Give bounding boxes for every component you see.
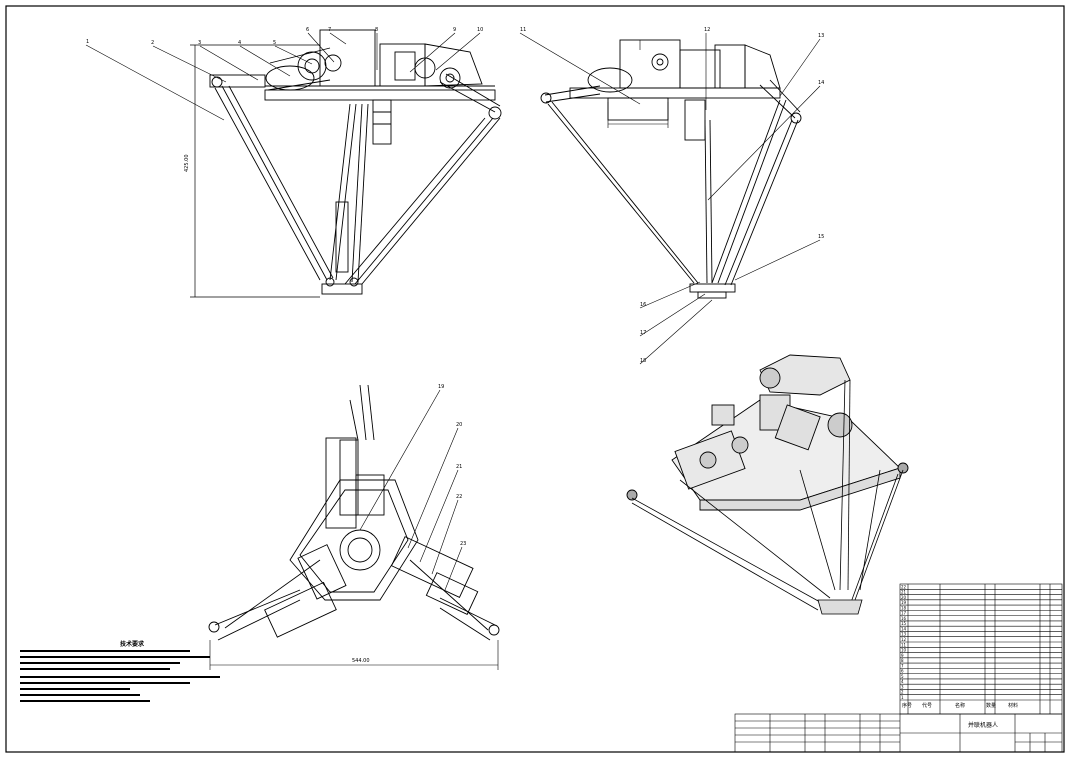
top-callouts bbox=[359, 389, 463, 591]
callout-21: 21 bbox=[456, 464, 462, 470]
callout-17: 17 bbox=[640, 330, 646, 336]
bom-row-number: 12 bbox=[901, 637, 907, 642]
sheet-border bbox=[5, 5, 1065, 753]
isometric-view bbox=[626, 354, 909, 511]
bom-row-number: 22 bbox=[901, 584, 907, 589]
callout-12: 12 bbox=[704, 27, 710, 33]
callout-11: 11 bbox=[520, 27, 526, 33]
callout-18: 18 bbox=[640, 358, 646, 364]
bom-row-number: 10 bbox=[901, 648, 907, 653]
callout-3: 3 bbox=[198, 40, 201, 46]
bom-row-number: 13 bbox=[901, 632, 907, 637]
front-callout-labels: 1 2 3 4 5 6 7 8 9 10 bbox=[86, 27, 483, 46]
bom-table bbox=[899, 583, 1063, 715]
bom-row-number: 19 bbox=[901, 600, 907, 605]
bom-row-number: 9 bbox=[901, 653, 904, 658]
callout-22: 22 bbox=[456, 494, 462, 500]
bom-row-number: 16 bbox=[901, 616, 907, 621]
callout-8: 8 bbox=[375, 27, 378, 33]
callout-7: 7 bbox=[328, 27, 331, 33]
bom-row-number: 15 bbox=[901, 621, 907, 626]
callout-1: 1 bbox=[86, 39, 89, 45]
side-callouts bbox=[519, 32, 821, 365]
notes-title: 技术要求 bbox=[120, 640, 145, 648]
side-view bbox=[540, 39, 802, 299]
bom-header-qty: 数量 bbox=[986, 702, 996, 709]
callout-16: 16 bbox=[640, 302, 646, 308]
bom-row-number: 1 bbox=[901, 695, 904, 700]
bom-row-number: 17 bbox=[901, 611, 907, 616]
bom-header-index: 序号 bbox=[902, 702, 912, 709]
callout-5: 5 bbox=[273, 40, 276, 46]
bom-header: 序号 代号 名称 数量 材料 bbox=[902, 702, 1018, 709]
isometric-rods bbox=[631, 379, 904, 615]
bom-row-number: 3 bbox=[901, 684, 904, 689]
callout-15: 15 bbox=[818, 234, 824, 240]
bom-header-name: 名称 bbox=[955, 702, 965, 709]
bom-row-number: 20 bbox=[901, 595, 907, 600]
bom-row-number: 7 bbox=[901, 663, 904, 668]
callout-20: 20 bbox=[456, 422, 462, 428]
bom-header-code: 代号 bbox=[922, 702, 932, 709]
bom-row-number: 11 bbox=[901, 642, 907, 647]
callout-23: 23 bbox=[460, 541, 466, 547]
callout-13: 13 bbox=[818, 33, 824, 39]
callout-10: 10 bbox=[477, 27, 483, 33]
technical-notes: 技术要求 bbox=[20, 640, 220, 702]
bom-row-number: 5 bbox=[901, 674, 904, 679]
bom-row-number: 2 bbox=[901, 690, 904, 695]
front-view bbox=[190, 29, 502, 298]
side-callout-labels: 11 12 13 14 15 16 17 18 bbox=[520, 27, 824, 364]
callout-6: 6 bbox=[306, 27, 309, 33]
bom-row-number: 21 bbox=[901, 590, 907, 595]
bom-row-number: 4 bbox=[901, 679, 904, 684]
front-callouts bbox=[85, 32, 481, 121]
notes-text-lines bbox=[20, 650, 220, 702]
top-view bbox=[208, 384, 500, 670]
bom-header-material: 材料 bbox=[1008, 702, 1018, 709]
callout-9: 9 bbox=[453, 27, 456, 33]
drawing-title: 并联机器人 bbox=[968, 721, 998, 729]
callout-19: 19 bbox=[438, 384, 444, 390]
title-block bbox=[734, 713, 1063, 753]
front-height-dimension: 425.00 bbox=[184, 155, 190, 173]
top-width-dimension: 544.00 bbox=[352, 658, 370, 664]
callout-2: 2 bbox=[151, 40, 154, 46]
bom-row-number: 8 bbox=[901, 658, 904, 663]
callout-4: 4 bbox=[238, 40, 241, 46]
callout-14: 14 bbox=[818, 80, 824, 86]
bom-row-number: 18 bbox=[901, 605, 907, 610]
top-callout-labels: 19 20 21 22 23 bbox=[438, 384, 466, 547]
bom-row-number: 14 bbox=[901, 626, 907, 631]
bom-row-number: 6 bbox=[901, 669, 904, 674]
